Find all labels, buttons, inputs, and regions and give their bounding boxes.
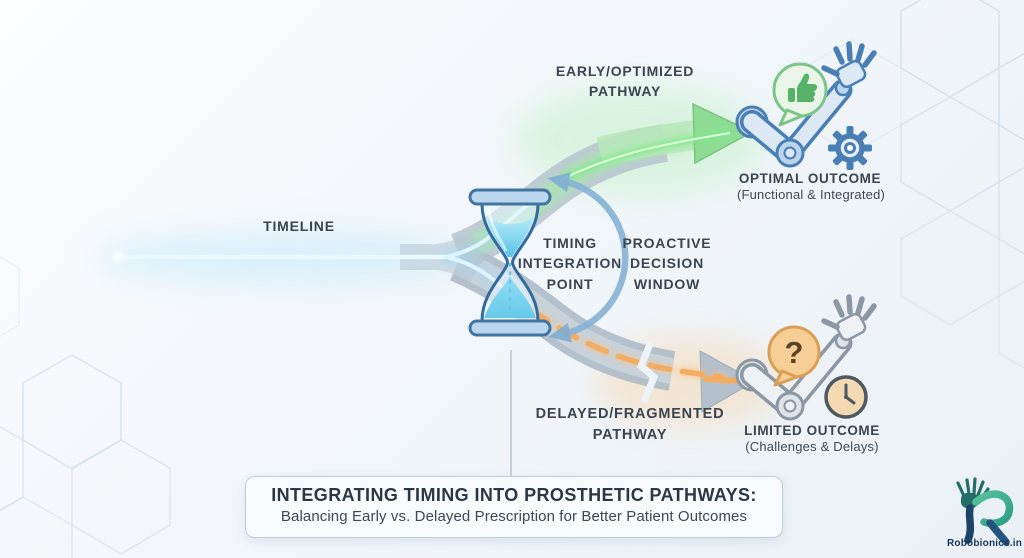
title-banner: INTEGRATING TIMING INTO PROSTHETIC PATHW… [245, 476, 783, 538]
brand-logo-icon [956, 477, 1014, 546]
gear-icon [828, 126, 872, 170]
svg-text:?: ? [785, 335, 804, 370]
road-crack [636, 340, 659, 404]
optimal-outcome-icons [737, 44, 874, 170]
circular-arrow-icon [547, 172, 629, 343]
hourglass-icon [468, 188, 552, 337]
limited-outcome-icons: ? [737, 297, 874, 419]
divider-line [510, 350, 512, 477]
banner-title: INTEGRATING TIMING INTO PROSTHETIC PATHW… [271, 485, 757, 505]
proactive-decision-window-label: PROACTIVE DECISION WINDOW [622, 235, 712, 292]
delayed-pathway-label: DELAYED/FRAGMENTED PATHWAY [535, 406, 725, 444]
clock-icon [824, 375, 868, 419]
optimal-outcome-subtitle: (Functional & Integrated) [736, 187, 886, 202]
question-mark-icon: ? [767, 325, 821, 387]
limited-outcome-subtitle: (Challenges & Delays) [745, 439, 879, 454]
timing-integration-point-label: TIMING INTEGRATION POINT [517, 235, 623, 292]
banner-subtitle: Balancing Early vs. Delayed Prescription… [280, 508, 748, 525]
thumbs-up-icon [772, 62, 828, 127]
brand-name: Robobionics.in [947, 538, 1023, 549]
timeline-label: TIMELINE [263, 218, 335, 234]
early-pathway-label: EARLY/OPTIMIZED PATHWAY [555, 63, 695, 100]
optimal-outcome-title: OPTIMAL OUTCOME [738, 171, 882, 186]
limited-outcome-title: LIMITED OUTCOME [744, 423, 880, 438]
